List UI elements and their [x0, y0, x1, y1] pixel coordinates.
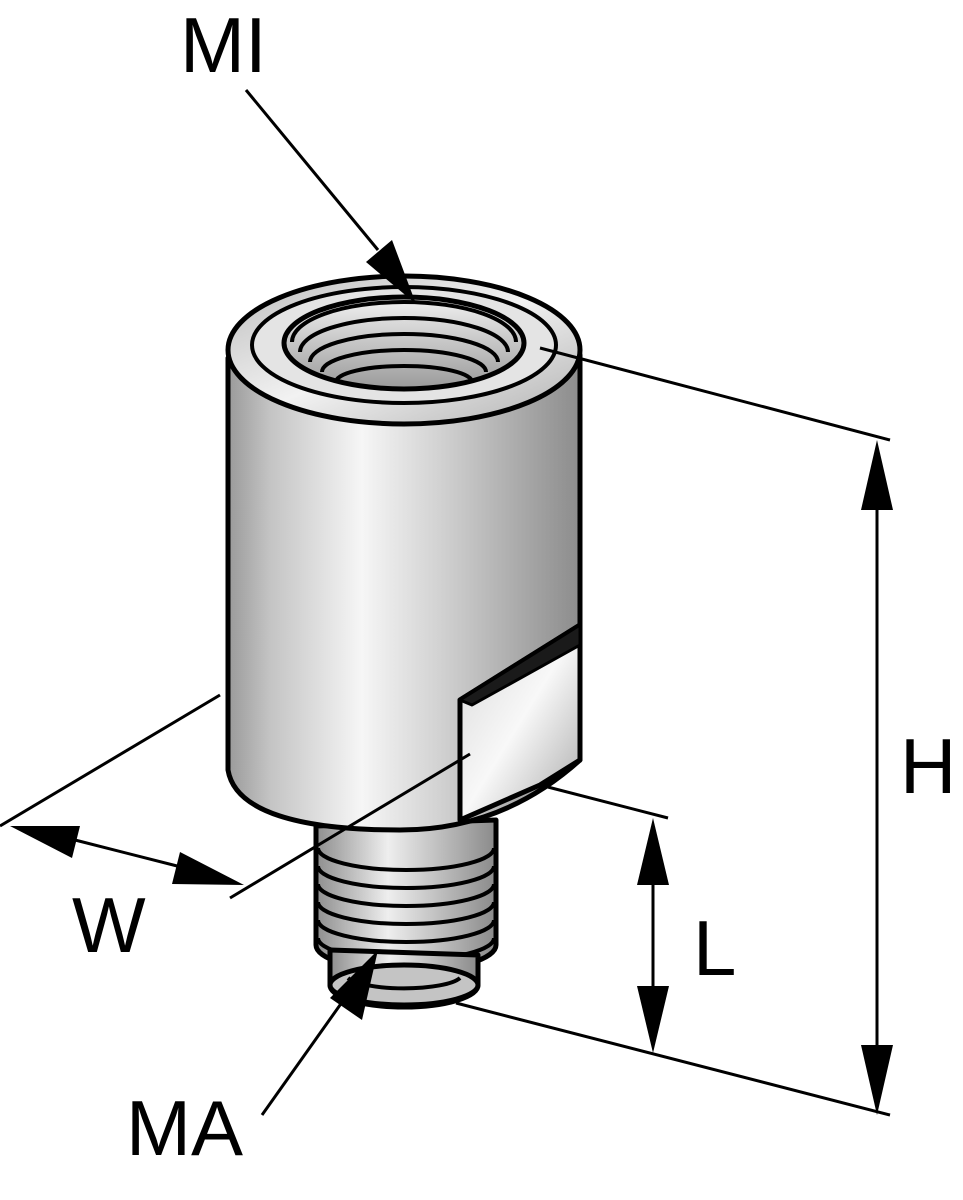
mi-arrowhead: [366, 240, 416, 304]
arrowheads: [10, 240, 893, 1115]
mi-leader-line: [244, 89, 380, 251]
label-ma: MA: [126, 1084, 243, 1172]
dimension-lines: [0, 89, 891, 1117]
adapter-part: [225, 273, 583, 1010]
w-extension-left: [0, 693, 221, 828]
w-arrow-left: [10, 826, 80, 858]
ma-leader-line: [260, 997, 347, 1116]
label-l: L: [693, 904, 736, 992]
h-arrow-down: [861, 1045, 893, 1115]
w-extension-right: [229, 752, 471, 900]
l-extension-top: [539, 783, 669, 820]
male-thread-shank: [313, 817, 499, 1010]
label-w: W: [72, 881, 146, 969]
h-extension-bottom: [455, 1001, 891, 1117]
w-dimension-line: [74, 838, 186, 870]
h-extension-top: [539, 346, 891, 442]
l-arrow-down: [637, 986, 669, 1053]
ma-arrowhead: [330, 950, 378, 1020]
label-mi: MI: [180, 1, 267, 89]
l-arrow-up: [637, 818, 669, 885]
female-thread-bore: [281, 294, 527, 392]
label-h: H: [900, 722, 956, 810]
w-arrow-right: [172, 852, 244, 885]
h-arrow-up: [861, 440, 893, 510]
